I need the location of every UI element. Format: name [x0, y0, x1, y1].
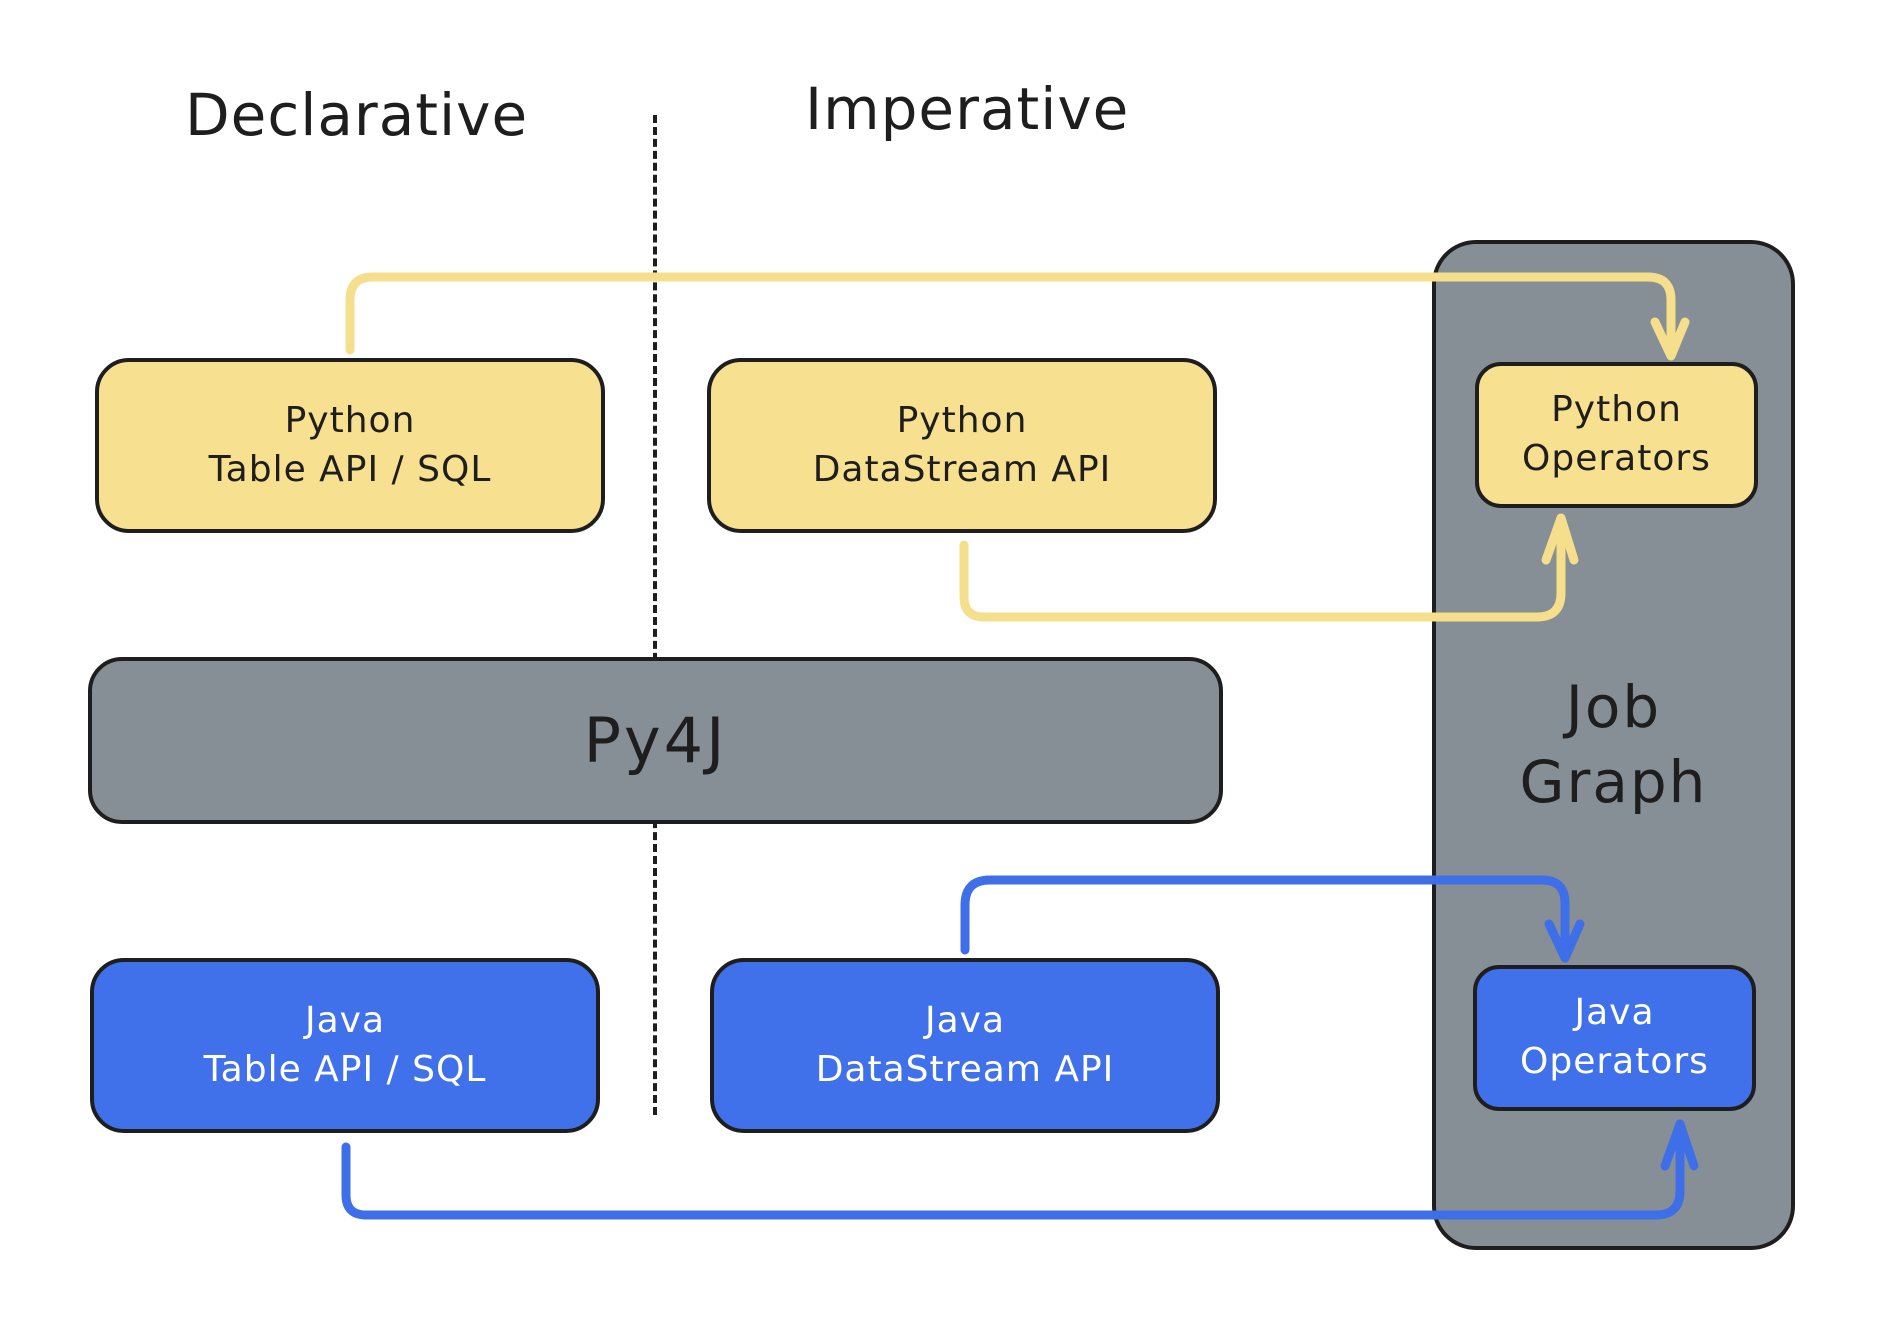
java-table-api-line2: Table API / SQL: [203, 1048, 487, 1090]
py4j-label: Py4J: [583, 703, 728, 777]
python-table-api-line1: Python: [284, 399, 416, 441]
python-table-api-line2: Table API / SQL: [208, 448, 492, 490]
py4j-bridge-box: Py4J: [88, 657, 1223, 824]
java-operators-line1: Java: [1574, 992, 1655, 1034]
java-table-api-line1: Java: [304, 999, 386, 1041]
python-table-api-box: Python Table API / SQL: [95, 358, 605, 533]
java-table-api-box: Java Table API / SQL: [90, 958, 600, 1133]
job-graph-label: Job Graph: [1432, 670, 1795, 821]
python-operators-box: Python Operators: [1475, 362, 1758, 508]
java-datastream-api-line2: DataStream API: [815, 1048, 1115, 1090]
python-datastream-api-line1: Python: [896, 399, 1028, 441]
python-datastream-api-box: Python DataStream API: [707, 358, 1217, 533]
heading-declarative: Declarative: [185, 81, 529, 149]
job-graph-label-line2: Graph: [1519, 748, 1708, 817]
heading-imperative: Imperative: [805, 75, 1130, 143]
job-graph-label-line1: Job: [1565, 673, 1662, 741]
dashed-divider: [653, 115, 657, 1115]
python-operators-line2: Operators: [1522, 438, 1711, 479]
java-datastream-api-line1: Java: [924, 999, 1006, 1041]
java-operators-line2: Operators: [1520, 1041, 1709, 1082]
python-operators-line1: Python: [1551, 389, 1682, 431]
java-datastream-api-box: Java DataStream API: [710, 958, 1220, 1133]
python-datastream-api-line2: DataStream API: [812, 448, 1112, 490]
java-operators-box: Java Operators: [1473, 965, 1756, 1111]
